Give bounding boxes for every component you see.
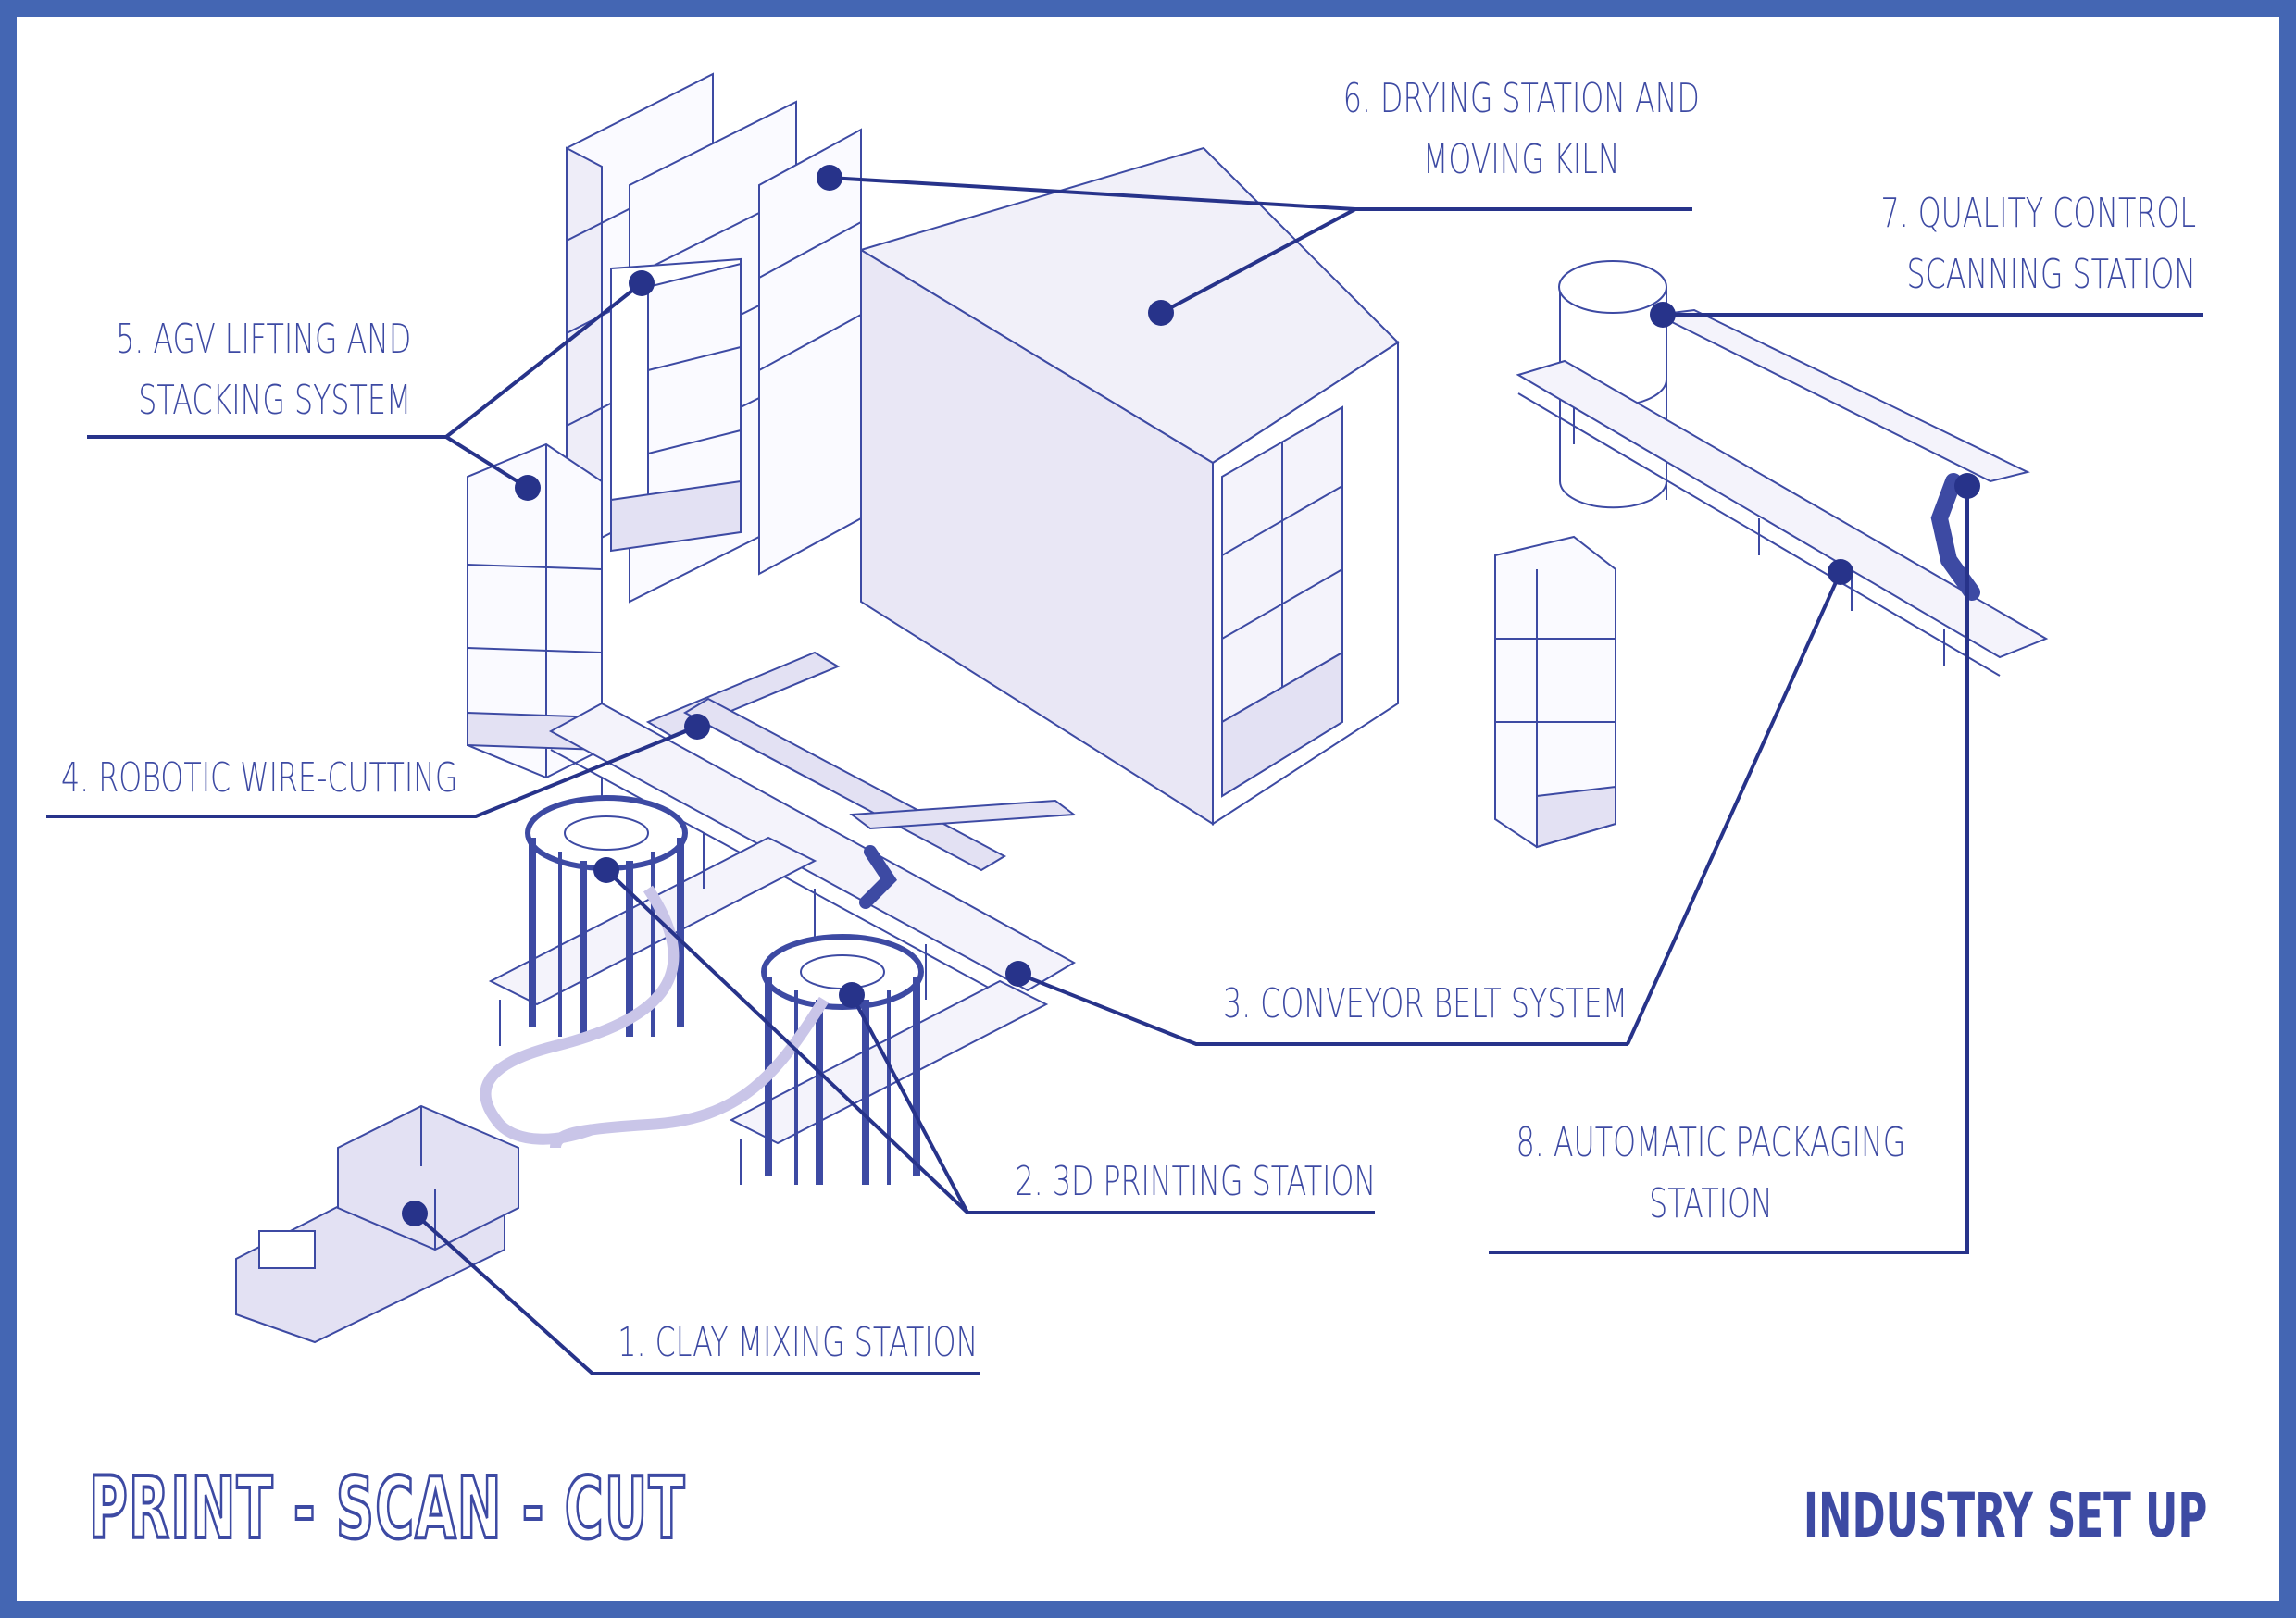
label-drying: 6. DRYING STATION AND MOVING KILN [1342,75,1700,183]
leader-3d-printing-left [605,868,969,1214]
label-clay-mixing: 1. CLAY MIXING STATION [617,1319,978,1366]
dot-drying-rack [817,165,842,191]
qc-conveyor-drawing [1516,308,2049,677]
dot-printer-left [593,857,619,883]
clay-hoses-drawing [480,885,830,1149]
leader-agv-2 [444,435,530,490]
dot-clay-mixing [402,1201,428,1226]
dot-packaging [1954,473,1980,499]
leader-dots [402,165,1980,1226]
leader-conveyor-1 [1017,972,1628,1046]
qc-robot-arm-drawing [1930,473,1980,601]
label-wire-cutting: 4. ROBOTIC WIRE-CUTTING [61,754,458,802]
drying-kiln-drawing [858,146,1400,826]
label-conveyor: 3. CONVEYOR BELT SYSTEM [1222,980,1628,1027]
packaging-rack-drawing [1494,535,1616,849]
label-quality: 7. QUALITY CONTROL SCANNING STATION [1880,190,2196,298]
label-agv: 5. AGV LIFTING AND STACKING SYSTEM [115,316,411,424]
leader-conveyor-2 [1626,571,1842,1045]
clay-mixer-drawing [235,1104,519,1344]
stacking-racks-drawing [566,72,862,604]
label-packaging: 8. AUTOMATIC PACKAGING STATION [1516,1119,1905,1227]
dot-agv-rack [629,270,655,296]
label-3d-printing: 2. 3D PRINTING STATION [1015,1158,1376,1205]
leader-clay-mixing [413,1212,980,1375]
leader-drying-2 [1160,207,1356,315]
page-subtitle: INDUSTRY SET UP [1803,1480,2207,1551]
leader-wire-cutting [46,725,698,818]
dot-agv-front [515,475,541,501]
leader-3d-printing-right [850,994,1375,1214]
dot-printer-right [839,982,865,1008]
leader-lines [46,176,2203,1375]
dot-wire-cutting [684,714,710,740]
leader-packaging [1489,486,1969,1254]
dot-conveyor-qc [1828,559,1853,585]
page-title: PRINT - SCAN - CUT [88,1459,686,1558]
dot-drying-kiln [1148,300,1174,326]
front-rack-drawing [467,442,603,779]
dot-conveyor-main [1005,961,1031,987]
dot-quality [1650,302,1676,328]
